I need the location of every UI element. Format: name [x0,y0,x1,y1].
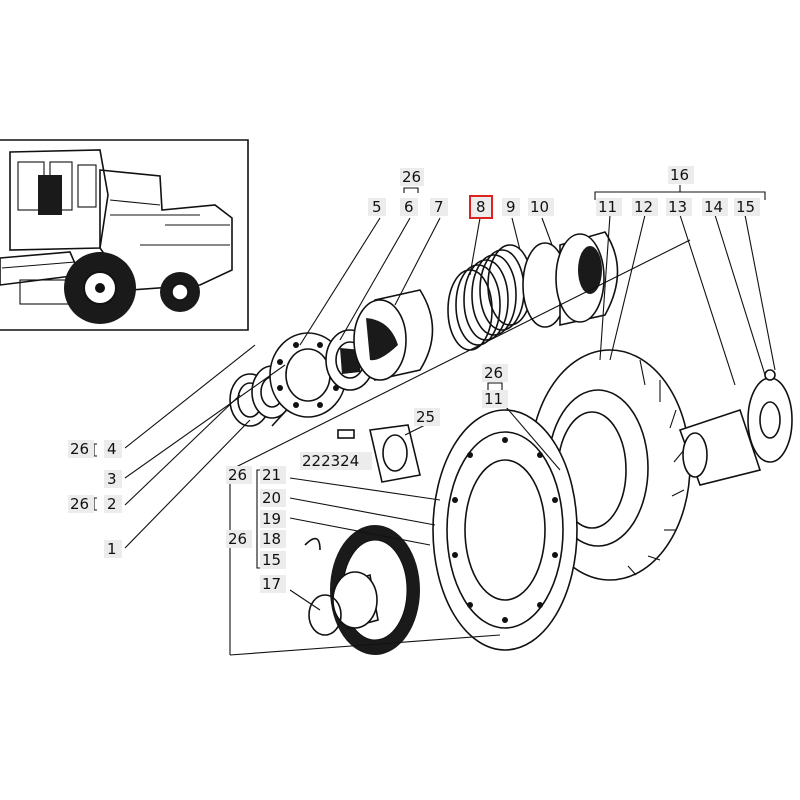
label-18: 18 [262,530,281,548]
label-26-for-2: 26 [70,495,89,513]
label-3: 3 [107,470,117,488]
label-4: 4 [107,440,117,458]
label-21: 21 [262,466,281,484]
label-2: 2 [107,495,117,513]
label-25: 25 [416,408,435,426]
part-8-springs [447,244,533,351]
label-6: 6 [404,198,414,216]
label-17: 17 [262,575,281,593]
label-12: 12 [634,198,653,216]
part-25-gasket [337,424,421,483]
label-20: 20 [262,489,281,507]
label-15-top: 15 [736,198,755,216]
label-1: 1 [107,540,117,558]
part-17-19-housing [304,525,420,655]
label-19: 19 [262,510,281,528]
label-9: 9 [506,198,516,216]
label-5: 5 [372,198,382,216]
highlight-box-part-8 [469,195,493,219]
part-13-14-hub-shaft [678,369,793,486]
label-8: 8 [476,198,486,216]
combine-harvester-inset [0,139,249,331]
part-21-bolt-ring [432,409,578,651]
label-7: 7 [434,198,444,216]
part-7-sleeve [353,289,434,381]
label-13: 13 [668,198,687,216]
label-11-mid: 11 [484,390,503,408]
label-26-for-21: 26 [228,466,247,484]
label-26-group: 26 [228,530,247,548]
label-26-for-4: 26 [70,440,89,458]
part-9-10-drum [522,231,619,328]
label-16: 16 [670,166,689,184]
label-222324: 222324 [302,452,359,470]
label-15-bottom: 15 [262,551,281,569]
part-labels: 26 5 6 7 8 9 10 16 11 12 13 14 15 26 11 … [68,166,760,593]
label-11: 11 [598,198,617,216]
label-14: 14 [704,198,723,216]
label-26-mid: 26 [484,364,503,382]
leader-lines [93,185,776,656]
label-10: 10 [530,198,549,216]
label-26-top: 26 [402,168,421,186]
